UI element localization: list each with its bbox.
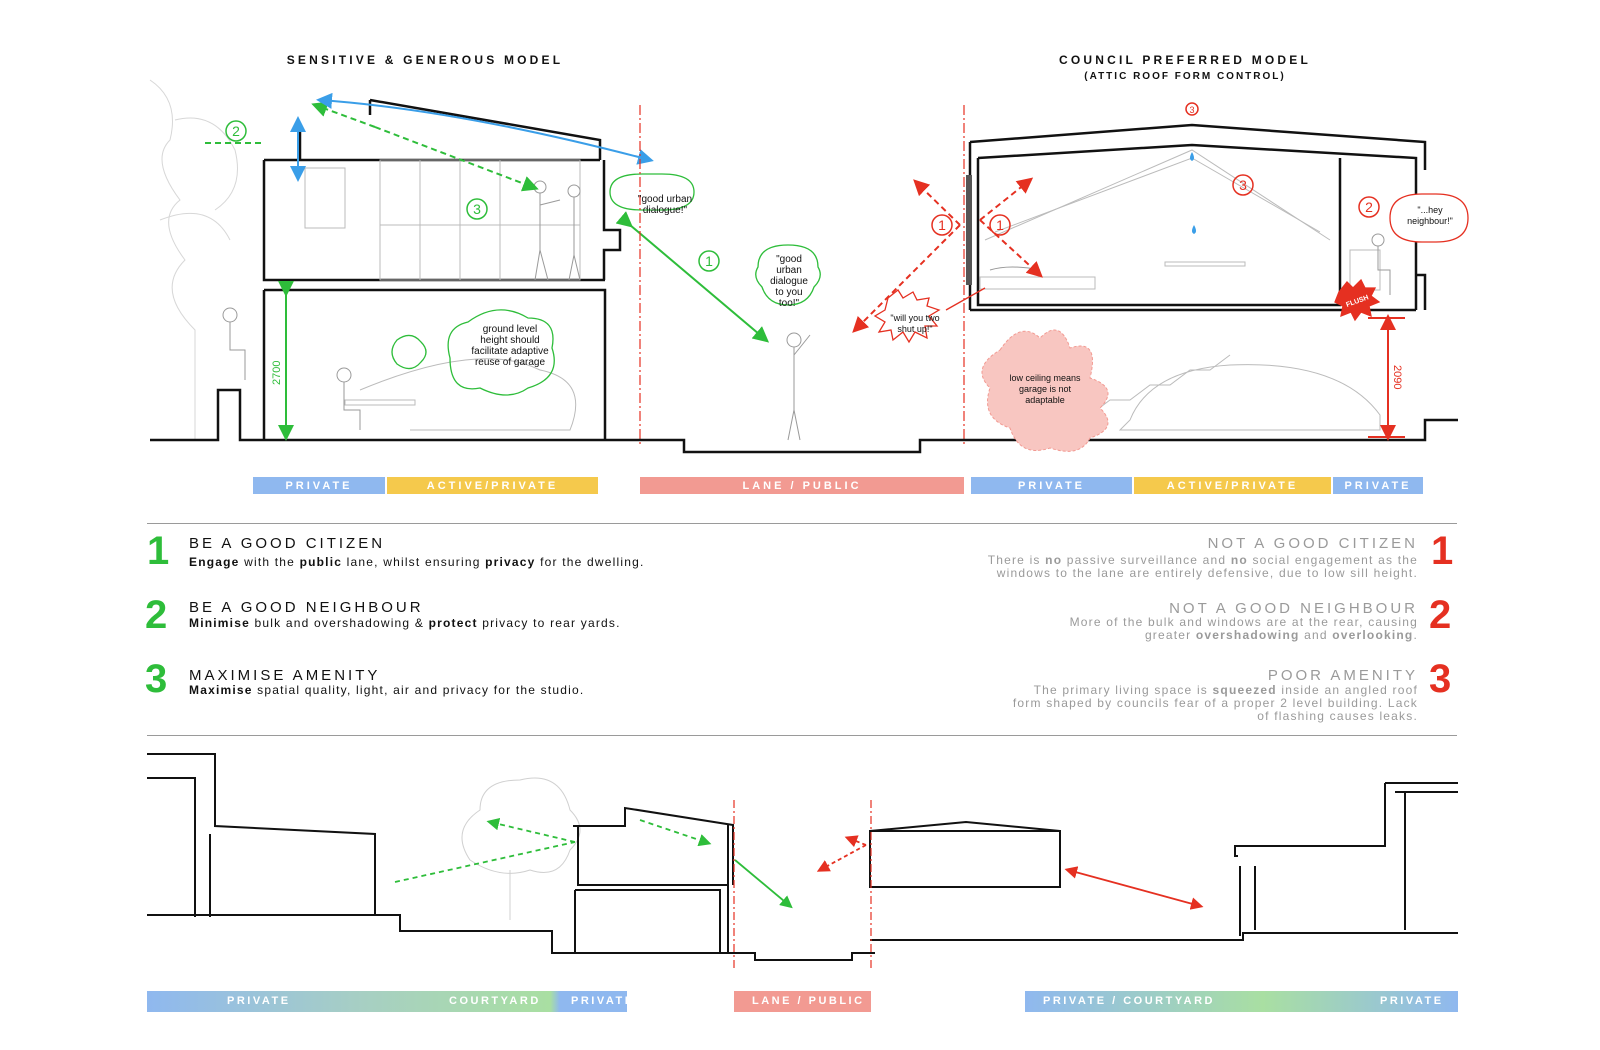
section-drawing-bottom	[147, 753, 1458, 968]
good-2-desc: Minimise bulk and overshadowing & protec…	[189, 616, 621, 630]
leak-drop-icon	[1190, 152, 1194, 161]
bubble-dialogue-to-you-too: "good urban dialogue to you too!"	[770, 254, 808, 309]
bottom-band-lane: LANE / PUBLIC	[734, 991, 871, 1012]
bubble-hey-neighbour: "...hey neighbour!"	[1407, 205, 1453, 226]
lane-ground	[625, 438, 964, 454]
left-bubbles	[391, 173, 821, 396]
zone-band-private-3: PRIVATE	[1333, 477, 1423, 494]
left-annotations	[205, 92, 770, 441]
divider-rule-1	[147, 523, 1457, 524]
zone-band-active-2: ACTIVE/PRIVATE	[1134, 477, 1331, 494]
bad-1-number: 1	[1431, 529, 1454, 573]
bad-2-number: 2	[1429, 593, 1452, 637]
bubble-good-urban-dialogue: "good urban dialogue!"	[637, 194, 693, 216]
zone-band-private-2: PRIVATE	[971, 477, 1132, 494]
bad-3-heading: POOR AMENITY	[1267, 667, 1418, 684]
right-marker-3: 3	[1239, 177, 1247, 193]
right-marker-3-top: 3	[1189, 105, 1194, 115]
bottom-band-left-private2: PRIVATE	[571, 995, 635, 1007]
left-dimension-2700: 2700	[271, 361, 283, 385]
low-ceiling-cloud	[981, 329, 1109, 452]
good-2-number: 2	[145, 593, 168, 637]
left-marker-1: 1	[705, 253, 713, 269]
lane-dividers	[639, 105, 965, 445]
good-1-number: 1	[147, 529, 170, 573]
good-3-desc: Maximise spatial quality, light, air and…	[189, 683, 585, 697]
bad-2-desc: More of the bulk and windows are at the …	[1069, 615, 1418, 642]
right-annotations	[852, 177, 1405, 441]
bad-2-heading: NOT A GOOD NEIGHBOUR	[1169, 600, 1418, 617]
bottom-band-right: PRIVATE / COURTYARD PRIVATE	[1025, 991, 1458, 1012]
good-1-desc: Engage with the public lane, whilst ensu…	[189, 555, 645, 569]
good-3-number: 3	[145, 657, 168, 701]
bad-1-desc: There is no passive surveillance and no …	[987, 553, 1418, 580]
left-people	[222, 180, 811, 441]
bottom-band-right-private: PRIVATE	[1380, 995, 1444, 1007]
right-model-subtitle: (ATTIC ROOF FORM CONTROL)	[1084, 71, 1286, 82]
zone-band-private-1: PRIVATE	[253, 477, 385, 494]
right-marker-1b: 1	[996, 217, 1004, 233]
left-building	[150, 98, 625, 442]
divider-rule-2	[147, 735, 1457, 736]
section-drawing-top: 2 3 1 2700	[149, 79, 1469, 454]
bottom-band-left-private: PRIVATE	[227, 995, 291, 1007]
bad-1-heading: NOT A GOOD CITIZEN	[1207, 535, 1418, 552]
bubble-low-ceiling: low ceiling means garage is not adaptabl…	[1009, 373, 1081, 405]
leak-drop-icon-2	[1192, 225, 1196, 234]
bottom-band-right-courtyard: PRIVATE / COURTYARD	[1043, 995, 1215, 1007]
bottom-band-lane-label: LANE / PUBLIC	[752, 995, 865, 1007]
right-model-title: COUNCIL PREFERRED MODEL	[1058, 53, 1312, 67]
bad-3-number: 3	[1429, 657, 1452, 701]
good-3-heading: MAXIMISE AMENITY	[189, 667, 381, 684]
left-marker-2: 2	[232, 123, 240, 139]
right-marker-2: 2	[1365, 199, 1373, 215]
bottom-band-left-courtyard: COURTYARD	[449, 995, 541, 1007]
bottom-band-left: PRIVATE COURTYARD PRIVATE	[147, 991, 632, 1012]
bottom-arrows	[394, 817, 1204, 910]
right-dimension-2090: 2090	[1391, 365, 1403, 389]
good-2-heading: BE A GOOD NEIGHBOUR	[189, 599, 424, 616]
left-interior	[304, 159, 581, 431]
bad-3-desc: The primary living space is squeezed ins…	[1012, 683, 1418, 723]
left-marker-3: 3	[473, 201, 481, 217]
bottom-buildings	[147, 753, 1458, 961]
left-number-markers	[225, 120, 720, 272]
background-trees	[149, 79, 238, 440]
window-shutter	[966, 175, 972, 285]
zone-band-lane: LANE / PUBLIC	[640, 477, 964, 494]
right-marker-1a: 1	[938, 217, 946, 233]
left-model-title: SENSITIVE & GENEROUS MODEL	[286, 53, 564, 67]
good-1-heading: BE A GOOD CITIZEN	[189, 535, 386, 552]
bottom-trees	[461, 777, 581, 920]
right-number-markers	[931, 102, 1380, 236]
bubble-shut-up: "will you two shut up!"	[890, 313, 940, 334]
right-people	[989, 233, 1391, 295]
right-bubbles	[873, 193, 1469, 344]
bubble-ground-level: ground level height should facilitate ad…	[471, 324, 549, 368]
zone-band-active-1: ACTIVE/PRIVATE	[387, 477, 598, 494]
